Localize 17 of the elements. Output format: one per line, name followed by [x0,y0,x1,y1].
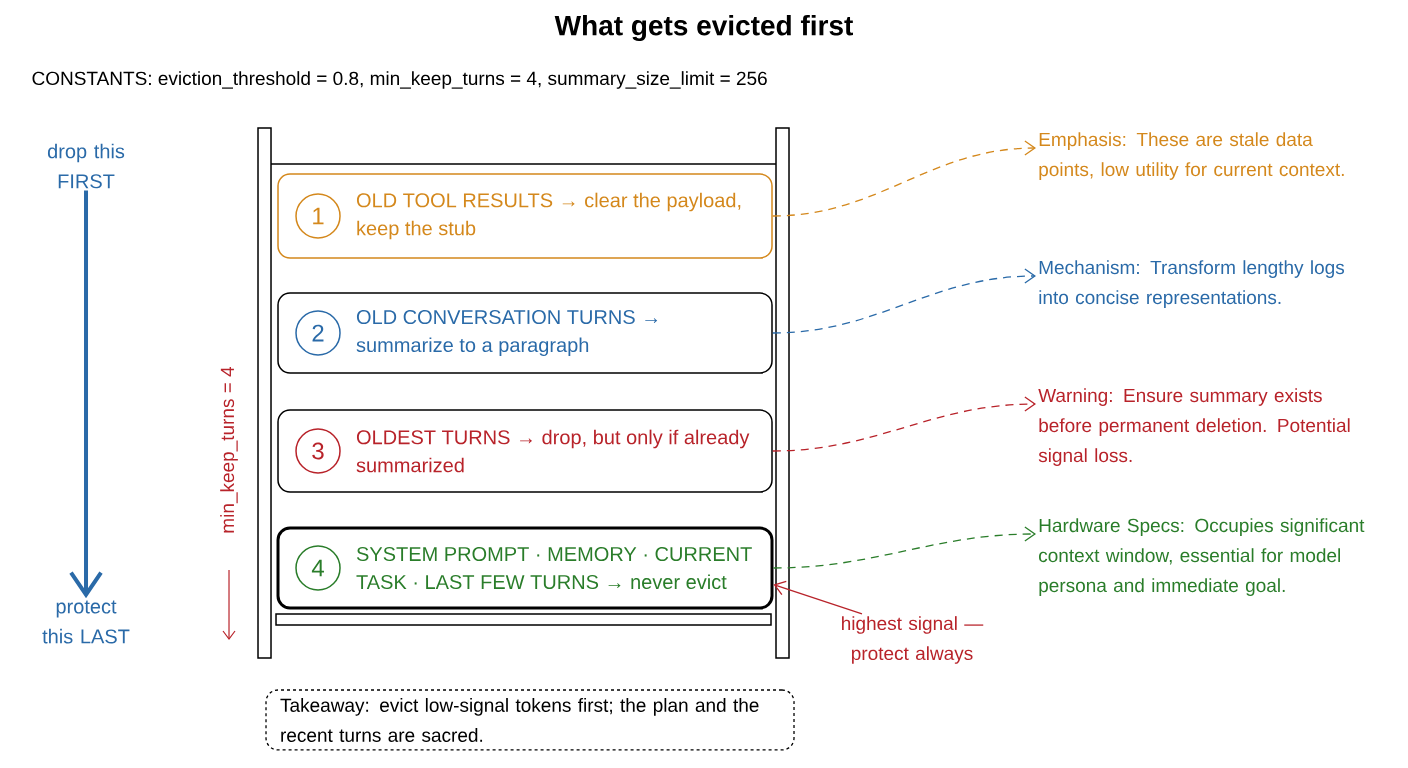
title: What gets evicted first [554,14,853,42]
arrow [772,526,1036,569]
annotation-text: Warning: Ensure summary exists before permanent deletion. Potential signal loss. [1038,388,1350,466]
annotation-text: Hardware Specs: Occupies significant context window, essential for model persona and immediate goal. [1039,518,1365,596]
rotated-label: min_keep_turns = 4 [220,366,238,533]
constants-note: CONSTANTS: eviction_threshold = 0.8, min_keep_turns = 4, summary_size_limit = 256 [32,71,767,89]
direction-text: protect this LAST [42,600,130,644]
takeaway-box: Takeaway: evict low-signal tokens first; the plan and the recent turns are sacred. [265,689,795,751]
callout-text: highest signal — protect always [842,616,984,664]
arrow [773,580,863,615]
direction-text: drop this FIRST [47,143,125,189]
arrow [772,396,1036,452]
arrow [69,190,103,599]
arrow [772,268,1036,334]
annotation-text: Mechanism: Transform lengthy logs into concise representations. [1039,260,1345,308]
arrow [772,140,1036,217]
annotation-text: Emphasis: These are stale data points, low utility for current context. [1039,132,1344,180]
